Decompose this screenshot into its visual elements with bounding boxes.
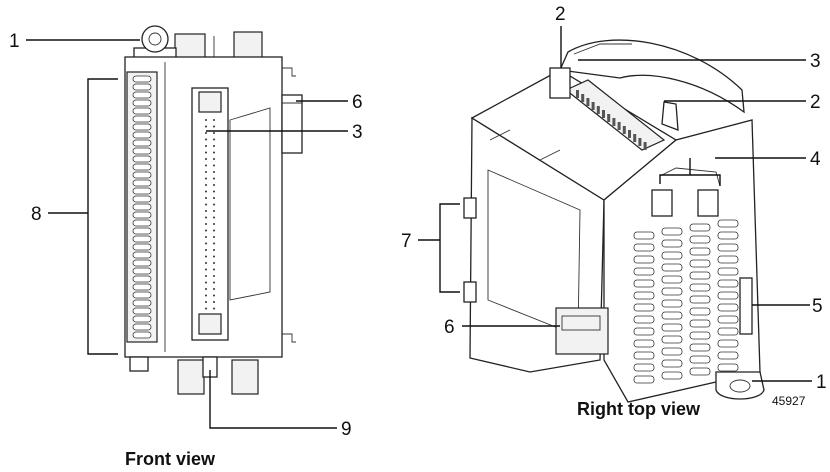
- front-callout-1: 1: [9, 31, 20, 52]
- front-view-module: [124, 25, 303, 395]
- figure-number: 45927: [772, 394, 806, 408]
- right-callout-3: 3: [810, 51, 821, 72]
- right-callout-6: 6: [444, 317, 455, 338]
- right-callout-2: 2: [810, 92, 821, 113]
- front-callout-3: 3: [352, 122, 363, 143]
- right-view-module: [463, 39, 765, 403]
- right-leader-lines: [418, 26, 812, 382]
- right-callout-2-top: 2: [555, 4, 566, 25]
- front-callout-8: 8: [31, 204, 42, 225]
- front-callout-6: 6: [352, 92, 363, 113]
- right-callout-5: 5: [812, 296, 823, 317]
- right-callout-7: 7: [401, 231, 412, 252]
- right-callout-1: 1: [816, 372, 827, 393]
- front-callout-9: 9: [341, 419, 352, 440]
- right-callout-4: 4: [810, 149, 821, 170]
- front-view-caption: Front view: [125, 449, 216, 469]
- right-top-view-caption: Right top view: [577, 399, 701, 419]
- front-leader-lines: [26, 39, 348, 429]
